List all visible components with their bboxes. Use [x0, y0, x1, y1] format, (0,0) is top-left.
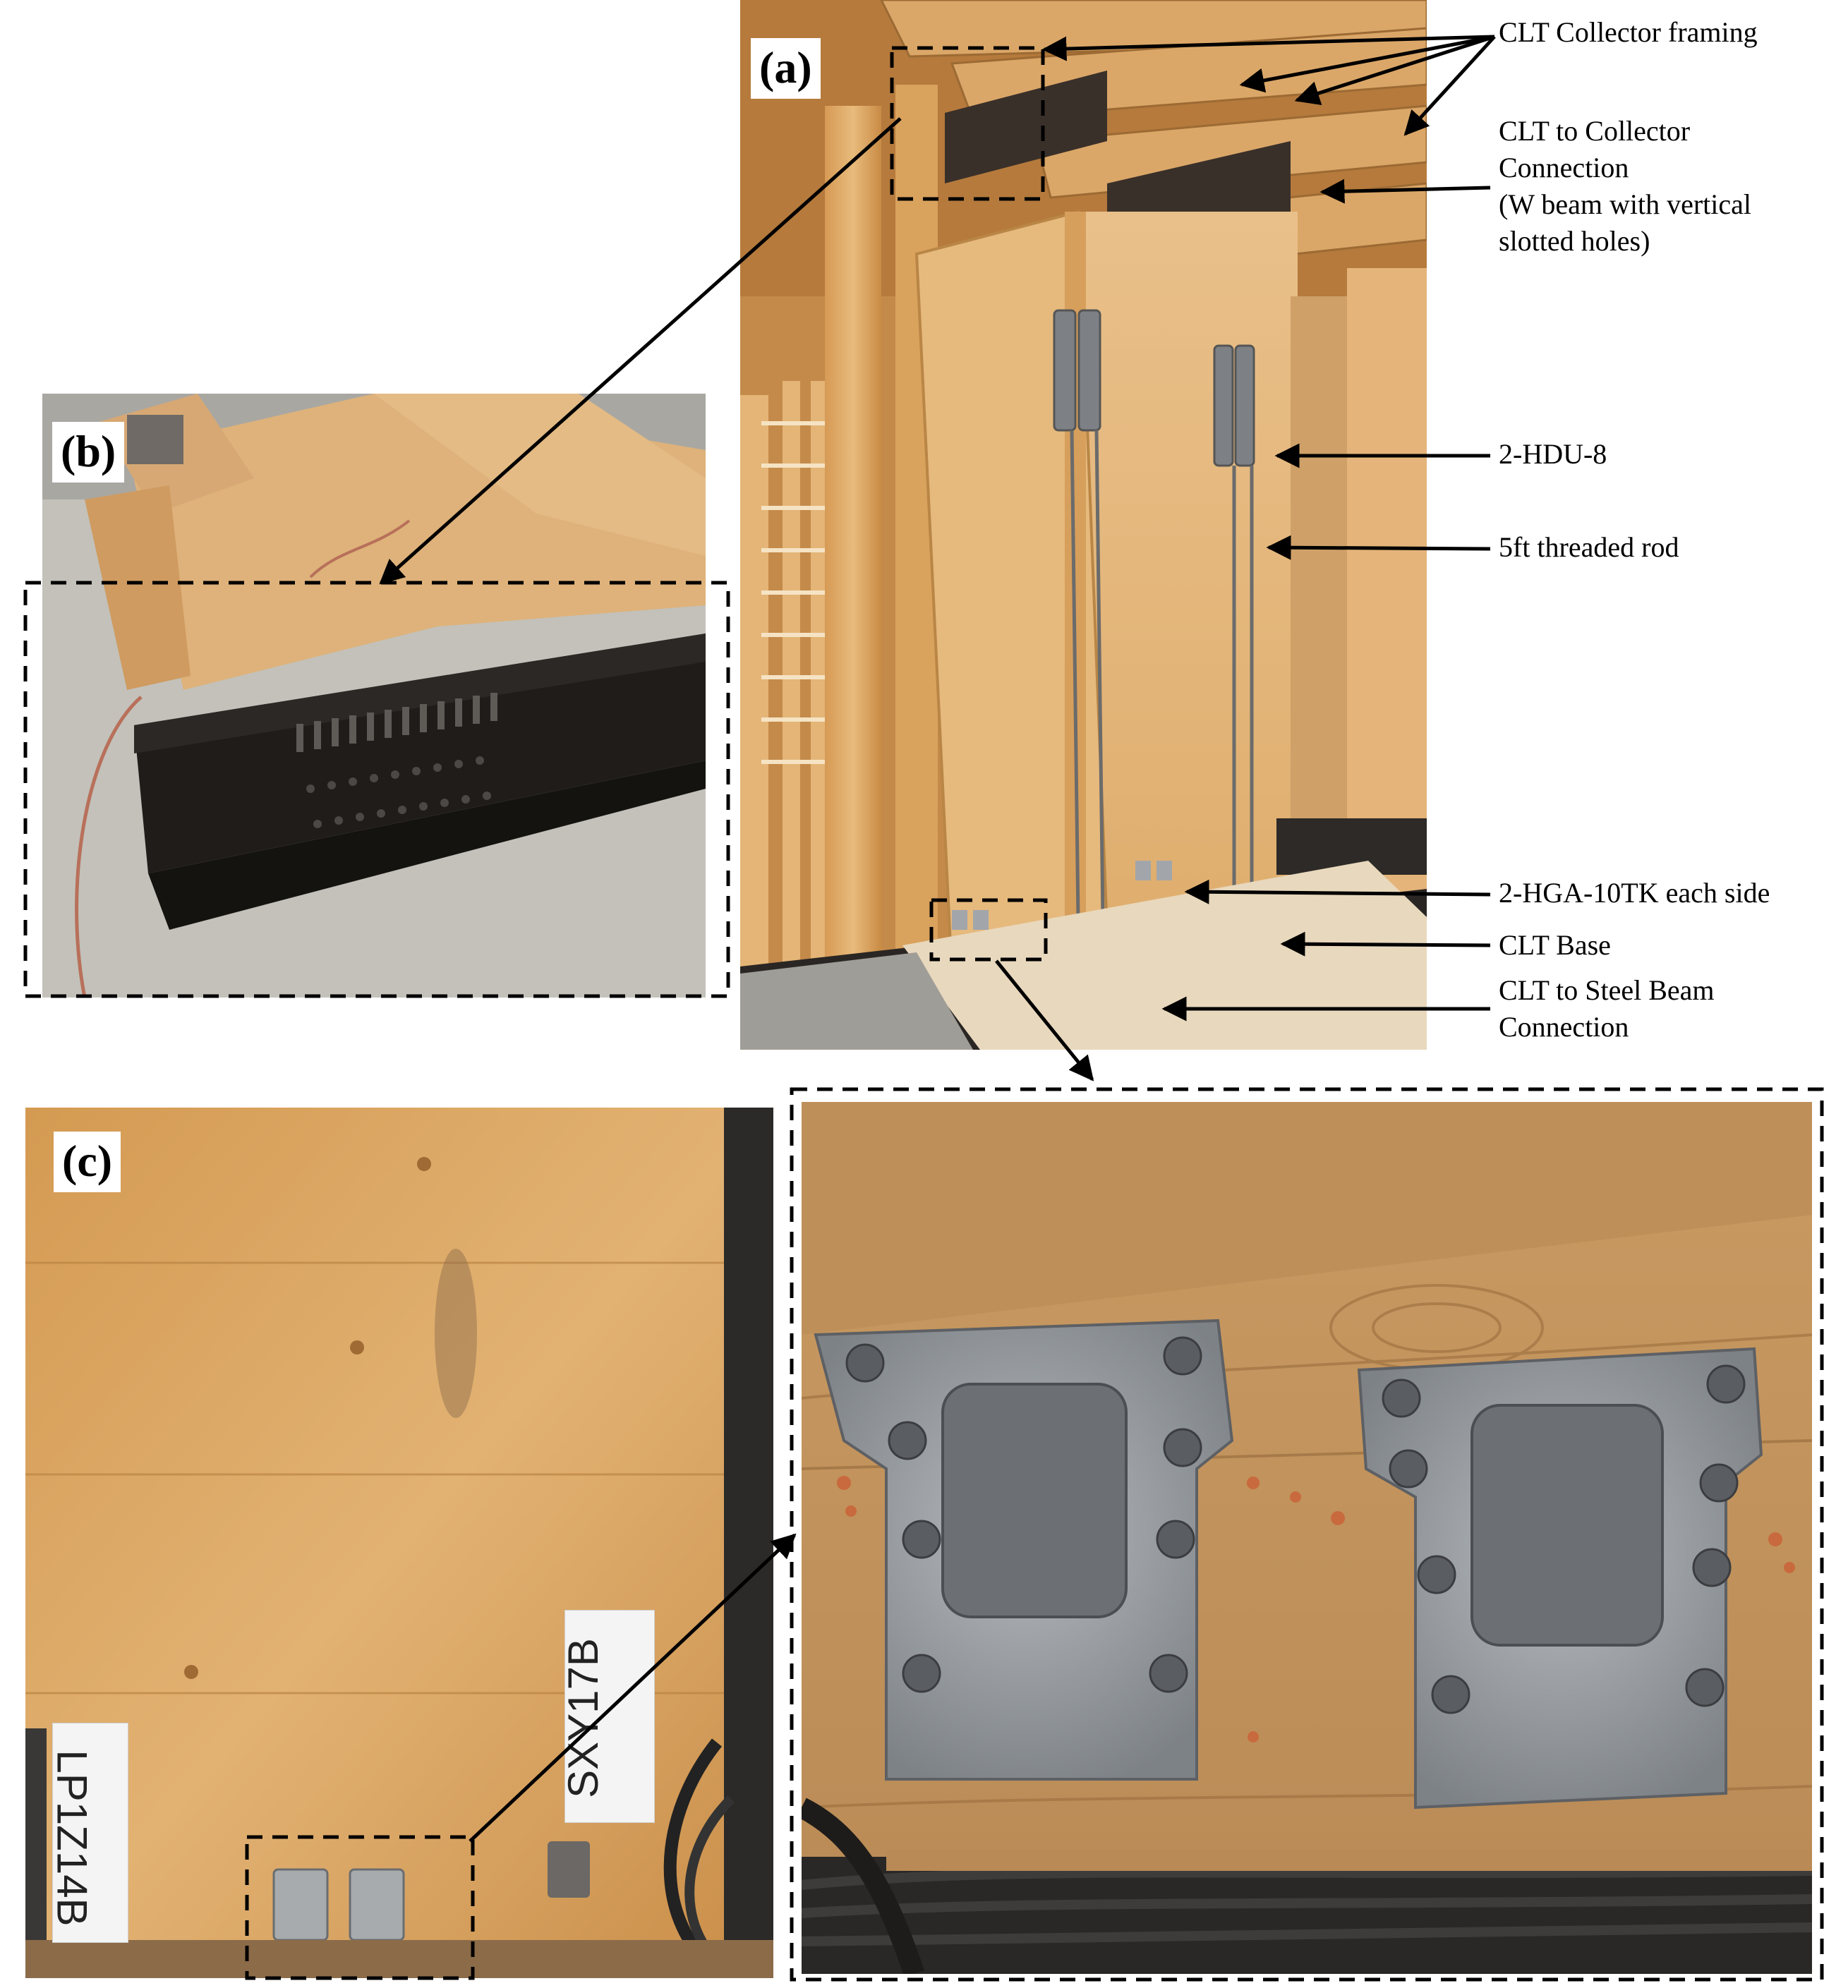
- callout-steel-beam-connection-line2: Connection: [1499, 1011, 1629, 1043]
- callout-collector-connection-line4: slotted holes): [1499, 225, 1650, 257]
- callout-hdu: 2-HDU-8: [1499, 438, 1607, 470]
- callout-collector-framing: CLT Collector framing: [1499, 16, 1758, 48]
- photo-label-right-text: SXY17B: [559, 1638, 607, 1798]
- callout-collector-connection-line2: Connection: [1499, 152, 1629, 183]
- detail-zoom-photo: [802, 1102, 1812, 1974]
- panel-b-photo: [42, 394, 706, 998]
- panel-b-scene: [42, 394, 706, 998]
- panel-c-scene: [25, 1108, 773, 1978]
- panel-c-label: (c): [54, 1132, 121, 1192]
- callout-collector-connection-line1: CLT to Collector: [1499, 115, 1691, 147]
- callout-clt-base: CLT Base: [1499, 929, 1611, 961]
- photo-label-card-right: SXY17B: [560, 1610, 655, 1823]
- panel-c-photo: LP1Z14B SXY17B: [25, 1108, 773, 1978]
- panel-a-scene: [740, 0, 1427, 1050]
- callout-collector-connection-line3: (W beam with vertical: [1499, 188, 1752, 220]
- panel-b-label: (b): [52, 422, 125, 483]
- callout-steel-beam-connection-line1: CLT to Steel Beam: [1499, 974, 1715, 1006]
- photo-label-left-text: LP1Z14B: [48, 1750, 96, 1927]
- panel-a-photo: [740, 0, 1427, 1050]
- callout-threaded-rod: 5ft threaded rod: [1499, 531, 1679, 563]
- photo-label-card-left: LP1Z14B: [49, 1723, 128, 1943]
- callout-hga: 2-HGA-10TK each side: [1499, 877, 1770, 909]
- panel-a-label: (a): [751, 38, 821, 99]
- detail-zoom-scene: [802, 1102, 1812, 1974]
